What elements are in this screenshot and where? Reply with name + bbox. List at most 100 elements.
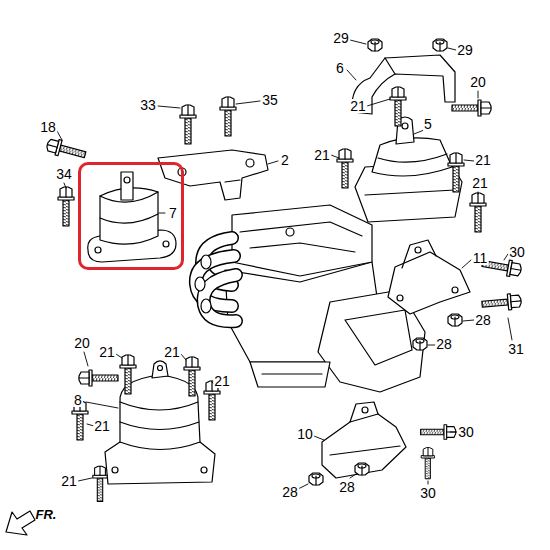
engine-mount-11	[415, 247, 421, 253]
callout-number: 20	[469, 75, 487, 89]
engine-mount-11	[452, 287, 458, 293]
leader-lines	[347, 70, 356, 80]
engine-mount-5	[378, 154, 447, 162]
callout-number: 21	[98, 345, 116, 359]
leader-lines	[428, 345, 435, 346]
engine-assembly	[196, 238, 236, 321]
leader-lines	[478, 91, 479, 98]
engine-assembly	[262, 373, 322, 374]
fasteners	[355, 463, 369, 475]
engine-mount-7	[88, 172, 176, 262]
fasteners	[481, 293, 521, 312]
leader-lines	[478, 192, 479, 194]
leader-lines	[508, 318, 512, 340]
engine-assembly	[250, 362, 330, 387]
callout-number: 7	[168, 206, 178, 220]
engine-assembly	[195, 277, 205, 291]
fasteners	[180, 105, 196, 144]
callout-number: 31	[507, 342, 525, 356]
leader-lines	[463, 320, 474, 321]
leader-lines	[236, 101, 260, 104]
leader-lines	[159, 213, 165, 214]
engine-mount-8	[152, 361, 168, 378]
leader-lines	[450, 432, 457, 433]
callout-number: 28	[281, 485, 299, 499]
leader-lines	[86, 402, 118, 408]
leader-lines	[462, 260, 471, 268]
bracket-2	[158, 150, 268, 200]
leader-lines	[464, 160, 474, 161]
callout-number: 2	[280, 153, 290, 167]
front-arrow	[6, 511, 35, 535]
fasteners	[79, 370, 118, 386]
callout-number: 30	[508, 245, 526, 259]
fasteners	[413, 338, 427, 350]
bracket-2	[158, 150, 268, 200]
engine-mount-10	[322, 414, 406, 478]
engine-assembly	[232, 205, 372, 276]
engine-mount-7	[163, 241, 169, 247]
engine-mount-11	[402, 240, 436, 268]
callout-number: 21	[163, 345, 181, 359]
engine-assembly	[345, 310, 412, 365]
engine-mount-7	[124, 177, 130, 183]
engine-assembly	[201, 299, 211, 313]
callout-number: 33	[139, 98, 157, 112]
bracket-6	[352, 55, 455, 114]
fasteners	[45, 39, 522, 501]
fasteners	[448, 314, 462, 326]
leader-lines	[268, 161, 278, 164]
bracket-6	[352, 55, 455, 114]
engine-mount-5	[372, 138, 452, 176]
leader-lines	[181, 354, 186, 360]
callout-number: 18	[39, 120, 57, 134]
callout-number: 21	[60, 474, 78, 488]
callout-number: 28	[435, 337, 453, 351]
leader-lines	[314, 436, 324, 440]
leader-lines	[64, 183, 66, 188]
fasteners	[433, 39, 447, 51]
leader-lines	[448, 48, 456, 50]
fasteners	[368, 39, 382, 51]
callout-number: 29	[332, 31, 350, 45]
callout-number: 21	[313, 148, 331, 162]
engine-mount-8	[105, 361, 215, 484]
engine-mount-5	[355, 117, 462, 222]
bracket-2	[225, 180, 240, 182]
engine-mount-7	[100, 214, 158, 223]
direction-label: FR.	[35, 508, 58, 521]
engine-mount-8	[112, 467, 118, 473]
engine-mount-11	[388, 240, 470, 314]
leader-lines	[57, 131, 62, 140]
bracket-2	[246, 159, 254, 167]
fasteners	[93, 466, 107, 501]
engine-mount-11	[397, 295, 403, 301]
engine-assembly	[240, 222, 362, 236]
fasteners	[337, 149, 353, 188]
engine-mount-5	[402, 123, 408, 129]
callout-number: 21	[349, 99, 367, 113]
leader-lines	[331, 155, 339, 158]
fasteners	[220, 97, 236, 136]
fasteners	[470, 193, 486, 232]
callout-number: 21	[474, 153, 492, 167]
callout-number: 20	[73, 336, 91, 350]
callout-number: 30	[457, 425, 475, 439]
fasteners	[390, 87, 406, 126]
engine-mount-10	[330, 446, 400, 455]
callout-number: 6	[335, 61, 345, 75]
leader-lines	[57, 40, 512, 489]
engine-assembly	[250, 243, 355, 252]
fasteners	[184, 357, 200, 396]
callout-number: 29	[456, 43, 474, 57]
engine-mount-11	[388, 252, 470, 314]
callout-number: 11	[472, 251, 489, 265]
leader-lines	[84, 352, 88, 366]
fasteners	[58, 187, 74, 226]
leader-lines	[78, 478, 92, 481]
fasteners	[448, 153, 464, 192]
engine-mount-8	[120, 422, 199, 430]
callout-number: 35	[261, 93, 279, 107]
callout-number: 5	[423, 117, 433, 131]
